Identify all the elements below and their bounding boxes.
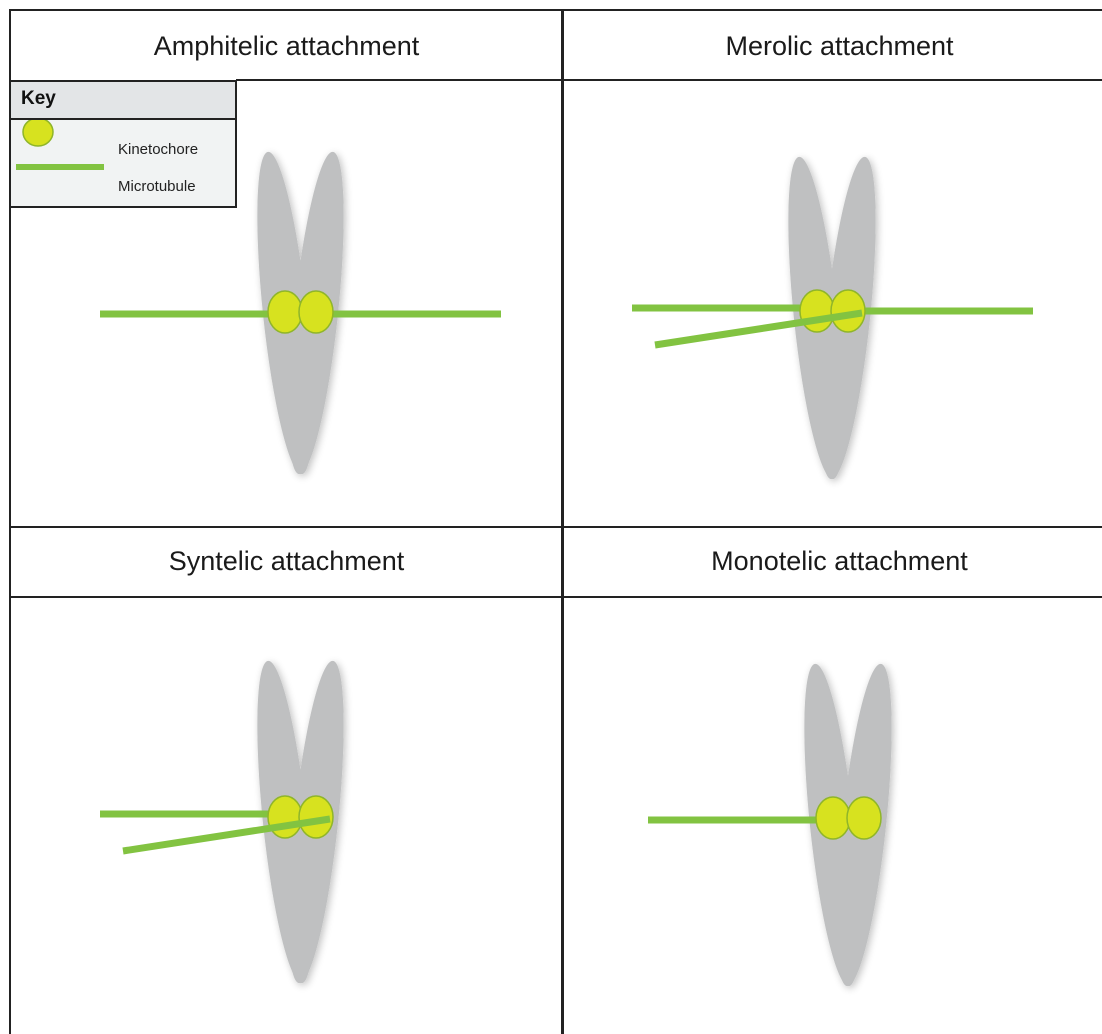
kinetochore-merolic-left	[800, 290, 834, 332]
kinetochore-amphitelic-left	[268, 291, 302, 333]
key-label-kinetochore: Kinetochore	[118, 141, 198, 158]
kinetochore-monotelic-right	[847, 797, 881, 839]
key-label-microtubule: Microtubule	[118, 178, 196, 195]
kinetochore-monotelic-left	[816, 797, 850, 839]
key-title: Key	[21, 88, 56, 110]
kinetochore-amphitelic-right	[299, 291, 333, 333]
kinetochore-syntelic-left	[268, 796, 302, 838]
key-header: Key	[11, 82, 235, 120]
key-legend: Key Kinetochore Microtubule	[9, 80, 237, 208]
kinetochore-key-icon	[23, 120, 53, 146]
